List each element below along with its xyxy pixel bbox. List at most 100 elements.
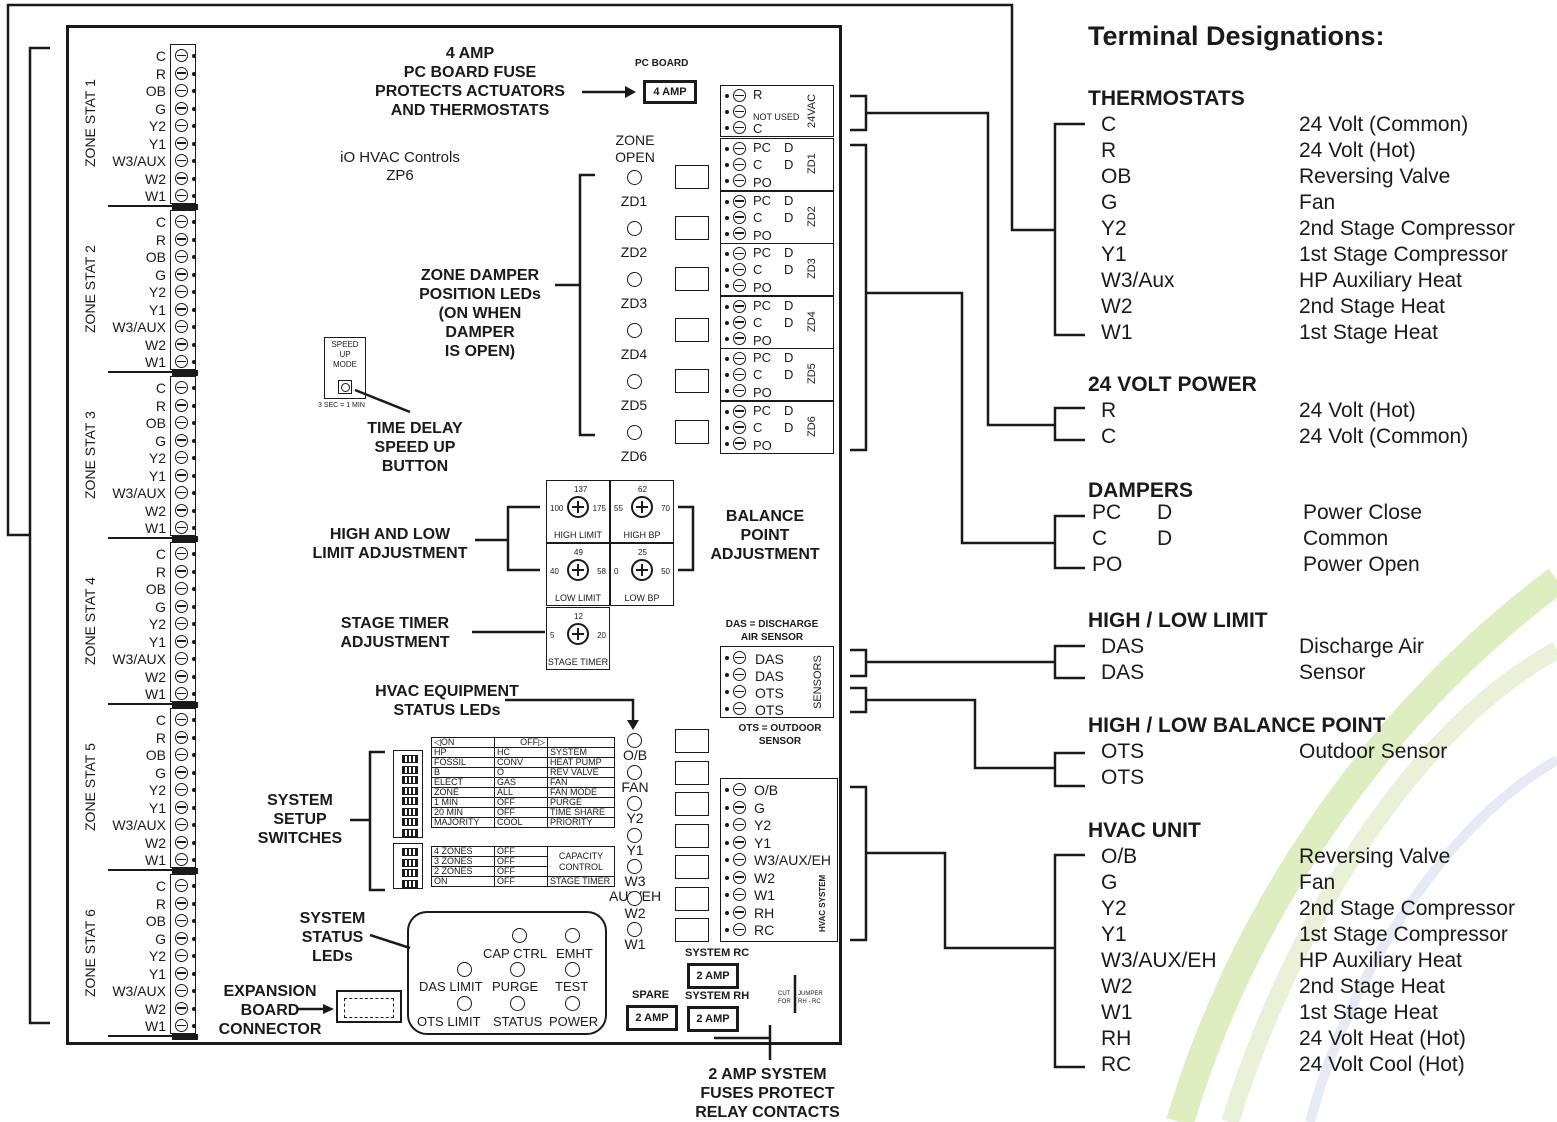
terminal-screw-icon[interactable] <box>175 730 188 744</box>
terminal-screw-icon[interactable] <box>175 66 188 80</box>
speed-up-button[interactable] <box>338 380 352 394</box>
damper-terminal-screw-icon[interactable] <box>733 352 746 365</box>
terminal-screw-icon[interactable] <box>175 215 188 228</box>
terminal-screw-icon[interactable] <box>175 381 188 394</box>
dip-switch[interactable] <box>402 828 418 837</box>
terminal-screw-icon[interactable] <box>175 337 188 351</box>
damper-terminal-screw-icon[interactable] <box>733 142 746 155</box>
damper-terminal-screw-icon[interactable] <box>733 247 746 260</box>
terminal-screw-icon[interactable] <box>175 617 188 630</box>
hvac-terminal-screw-icon[interactable] <box>733 923 746 936</box>
dip-switch[interactable] <box>402 776 418 784</box>
damper-terminal-screw-icon[interactable] <box>733 174 746 187</box>
hvac-terminal-screw-icon[interactable] <box>733 818 746 831</box>
terminal-screw-icon[interactable] <box>175 320 188 333</box>
system-rc-fuse[interactable]: 2 AMP <box>687 963 739 989</box>
dip-switch[interactable] <box>402 848 418 856</box>
terminal-screw-icon[interactable] <box>175 267 188 281</box>
terminal-screw-icon[interactable] <box>175 599 188 613</box>
terminal-screw-icon[interactable] <box>175 416 188 429</box>
terminal-screw-icon[interactable] <box>175 486 188 499</box>
damper-terminal-screw-icon[interactable] <box>733 194 746 208</box>
terminal-screw-icon[interactable] <box>175 451 188 464</box>
sensor-terminal-screw-icon[interactable] <box>733 702 746 715</box>
hvac-terminal-screw-icon[interactable] <box>733 783 746 796</box>
adjustment-dial-icon[interactable] <box>631 559 653 581</box>
terminal-screw-icon[interactable] <box>175 355 188 368</box>
dip-switch[interactable] <box>402 786 418 795</box>
terminal-screw-icon[interactable] <box>175 687 188 700</box>
terminal-screw-icon[interactable] <box>175 669 188 683</box>
dip-switch[interactable] <box>402 879 418 888</box>
damper-terminal-screw-icon[interactable] <box>733 158 746 171</box>
terminal-screw-icon[interactable] <box>175 468 188 482</box>
hvac-terminal-screw-icon[interactable] <box>733 870 746 884</box>
terminal-screw-icon[interactable] <box>175 154 188 167</box>
terminal-screw-icon[interactable] <box>175 1019 188 1032</box>
terminal-screw-icon[interactable] <box>175 521 188 534</box>
terminal-screw-icon[interactable] <box>175 914 188 927</box>
terminal-screw-icon[interactable] <box>175 171 188 185</box>
terminal-screw-icon[interactable] <box>175 748 188 761</box>
terminal-screw-icon[interactable] <box>175 652 188 665</box>
adjustment-dial-icon[interactable] <box>631 496 653 518</box>
damper-terminal-screw-icon[interactable] <box>733 331 746 345</box>
terminal-screw-icon[interactable] <box>175 232 188 246</box>
expansion-connector[interactable] <box>336 990 402 1023</box>
dip-switch[interactable] <box>402 818 418 826</box>
adjustment-dial-icon[interactable] <box>567 559 589 581</box>
terminal-screw-icon[interactable] <box>175 285 188 298</box>
terminal-screw-icon[interactable] <box>175 765 188 779</box>
terminal-screw-icon[interactable] <box>175 547 188 560</box>
hvac-terminal-screw-icon[interactable] <box>733 835 746 849</box>
terminal-screw-icon[interactable] <box>175 250 188 263</box>
terminal-screw-icon[interactable] <box>175 634 188 648</box>
damper-terminal-screw-icon[interactable] <box>733 436 746 450</box>
system-rh-fuse[interactable]: 2 AMP <box>687 1006 739 1032</box>
terminal-screw-icon[interactable] <box>175 818 188 831</box>
terminal-screw-icon[interactable] <box>175 783 188 796</box>
damper-terminal-screw-icon[interactable] <box>733 368 746 381</box>
pc-board-fuse[interactable]: 4 AMP <box>643 80 697 104</box>
power-terminal-screw-icon[interactable] <box>733 121 746 134</box>
terminal-screw-icon[interactable] <box>175 433 188 447</box>
adjustment-dial-icon[interactable] <box>567 623 589 645</box>
terminal-screw-icon[interactable] <box>175 189 188 202</box>
dip-switch[interactable] <box>402 755 418 763</box>
terminal-screw-icon[interactable] <box>175 800 188 814</box>
damper-terminal-screw-icon[interactable] <box>733 420 746 434</box>
terminal-screw-icon[interactable] <box>175 302 188 316</box>
spare-fuse[interactable]: 2 AMP <box>626 1005 678 1031</box>
adjustment-dial-icon[interactable] <box>567 496 589 518</box>
dip-switch[interactable] <box>402 765 418 774</box>
sensor-terminal-screw-icon[interactable] <box>733 685 746 698</box>
damper-terminal-screw-icon[interactable] <box>733 263 746 276</box>
terminal-screw-icon[interactable] <box>175 564 188 578</box>
terminal-screw-icon[interactable] <box>175 931 188 945</box>
terminal-screw-icon[interactable] <box>175 84 188 97</box>
damper-terminal-screw-icon[interactable] <box>733 279 746 292</box>
power-terminal-screw-icon[interactable] <box>733 89 746 102</box>
damper-terminal-screw-icon[interactable] <box>733 210 746 224</box>
dip-switch[interactable] <box>402 797 418 805</box>
terminal-screw-icon[interactable] <box>175 713 188 726</box>
terminal-screw-icon[interactable] <box>175 949 188 962</box>
terminal-screw-icon[interactable] <box>175 398 188 412</box>
terminal-screw-icon[interactable] <box>175 136 188 150</box>
damper-terminal-screw-icon[interactable] <box>733 315 746 329</box>
damper-terminal-screw-icon[interactable] <box>733 384 746 397</box>
dip-switch[interactable] <box>402 869 418 877</box>
terminal-screw-icon[interactable] <box>175 835 188 849</box>
hvac-terminal-screw-icon[interactable] <box>733 800 746 814</box>
terminal-screw-icon[interactable] <box>175 49 188 62</box>
terminal-screw-icon[interactable] <box>175 853 188 866</box>
hvac-terminal-screw-icon[interactable] <box>733 888 746 901</box>
damper-terminal-screw-icon[interactable] <box>733 299 746 313</box>
terminal-screw-icon[interactable] <box>175 879 188 892</box>
terminal-screw-icon[interactable] <box>175 896 188 910</box>
terminal-screw-icon[interactable] <box>175 119 188 132</box>
hvac-terminal-screw-icon[interactable] <box>733 853 746 866</box>
sensor-terminal-screw-icon[interactable] <box>733 668 746 681</box>
hvac-terminal-screw-icon[interactable] <box>733 905 746 919</box>
terminal-screw-icon[interactable] <box>175 966 188 980</box>
